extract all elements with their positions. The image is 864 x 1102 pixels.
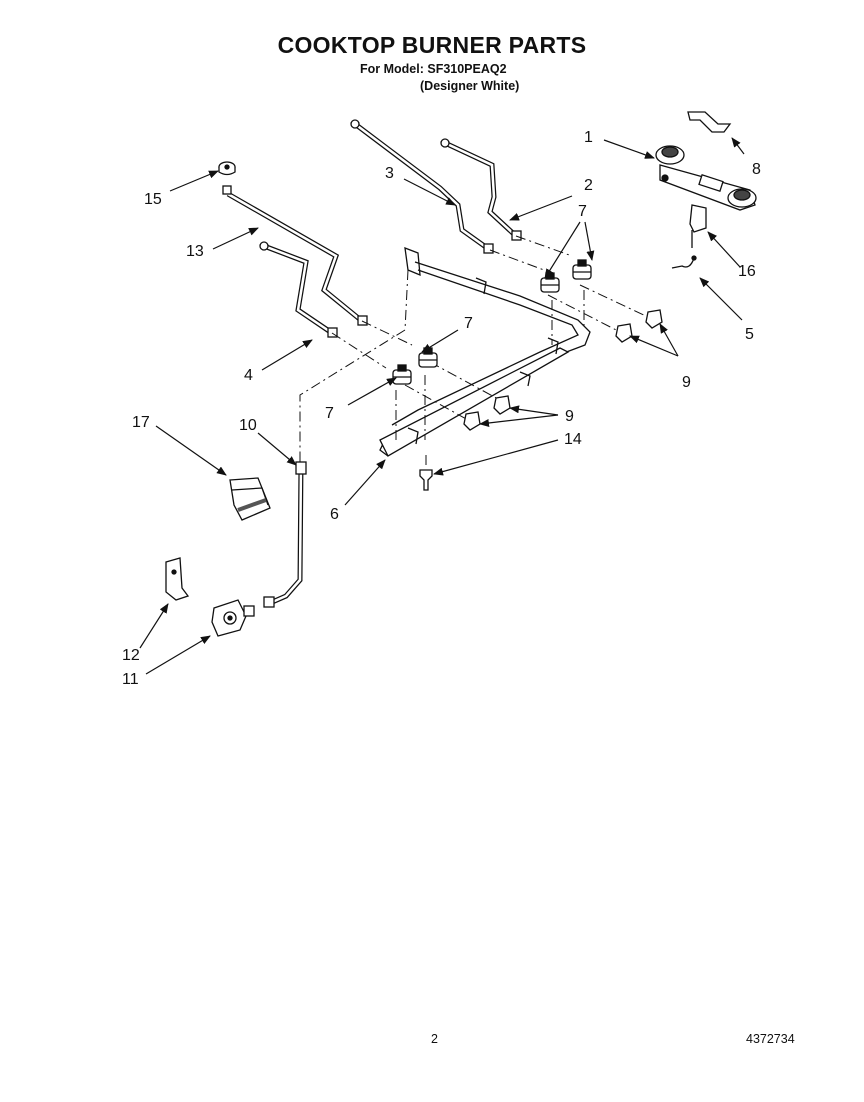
callout-3: 3: [385, 165, 394, 182]
switch-assembly-1: [655, 145, 757, 211]
manifold-6: [379, 246, 591, 457]
callout-labels: 1 2 3 4 5 6 7 7 7 8 9 9 10 11 12 13 14 1…: [122, 129, 761, 688]
bracket-8: [687, 111, 732, 133]
bracket-12: [165, 557, 190, 601]
tube-3: [350, 119, 494, 254]
callout-17: 17: [132, 414, 150, 431]
callout-2: 2: [584, 177, 593, 194]
callout-10: 10: [239, 417, 257, 434]
wire-5: [671, 255, 697, 269]
callout-12: 12: [122, 647, 140, 664]
nut-15: [218, 161, 236, 195]
callout-5: 5: [745, 326, 754, 343]
page-number: 2: [431, 1032, 438, 1046]
tube-4: [259, 241, 338, 338]
callout-9a: 9: [682, 374, 691, 391]
clip-9: [463, 309, 663, 431]
centre-lines: [299, 235, 651, 468]
document-number: 4372734: [746, 1032, 795, 1046]
callout-7a: 7: [578, 203, 587, 220]
callout-4: 4: [244, 367, 253, 384]
tube-13: [226, 191, 368, 326]
callout-1: 1: [584, 129, 593, 146]
callout-15: 15: [144, 191, 162, 208]
tube-2: [440, 138, 522, 241]
variant-line: (Designer White): [420, 79, 520, 93]
callout-9b: 9: [565, 408, 574, 425]
callout-6: 6: [330, 506, 339, 523]
valve-7: [392, 259, 592, 385]
callout-11: 11: [122, 671, 139, 688]
callout-7c: 7: [325, 405, 334, 422]
cap-17: [229, 477, 271, 521]
callout-7b: 7: [464, 315, 473, 332]
leader-lines: [139, 137, 745, 675]
model-line: For Model: SF310PEAQ2: [360, 62, 507, 76]
screw-14: [419, 469, 433, 491]
page-title: COOKTOP BURNER PARTS: [277, 32, 587, 58]
callout-14: 14: [564, 431, 582, 448]
callout-8: 8: [752, 161, 761, 178]
bracket-16: [689, 204, 707, 248]
callout-16: 16: [738, 263, 756, 280]
regulator-11: [211, 599, 255, 637]
tube-10: [263, 461, 307, 608]
callout-13: 13: [186, 243, 204, 260]
